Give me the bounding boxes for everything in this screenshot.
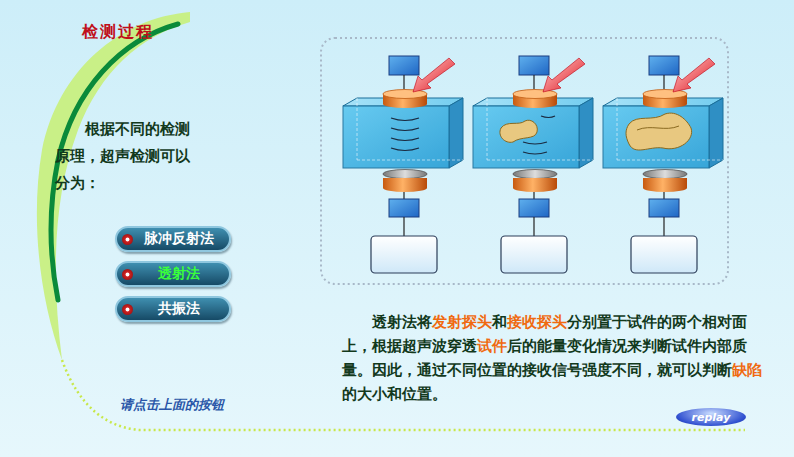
page-title: 检测过程 — [82, 22, 154, 43]
paragraph-text: 透射法将 — [372, 313, 432, 331]
keyword: 缺陷 — [732, 361, 762, 379]
keyword: 试件 — [477, 337, 507, 355]
hint-text: 请点击上面的按钮 — [120, 396, 224, 414]
button-icon — [122, 304, 133, 315]
button-label: replay — [692, 411, 731, 424]
intro-text: 根据不同的检测原理，超声检测可以分为： — [55, 116, 197, 197]
paragraph-text: 和 — [492, 313, 507, 331]
paragraph-text: 的大小和位置。 — [342, 385, 447, 403]
button-icon — [122, 269, 133, 280]
button-label: 透射法 — [158, 265, 200, 283]
method-button: 脉冲反射法 — [115, 226, 231, 252]
description-paragraph: 透射法将发射探头和接收探头分别置于试件的两个相对面上，根据超声波穿透试件后的能量… — [342, 310, 762, 406]
replay-button: replay — [676, 408, 746, 426]
method-button: 共振法 — [115, 296, 231, 322]
keyword: 发射探头 — [432, 313, 492, 331]
button-label: 脉冲反射法 — [144, 230, 214, 248]
button-icon — [122, 234, 133, 245]
keyword: 接收探头 — [507, 313, 567, 331]
button-label: 共振法 — [158, 300, 200, 318]
method-button: 透射法 — [115, 261, 231, 287]
